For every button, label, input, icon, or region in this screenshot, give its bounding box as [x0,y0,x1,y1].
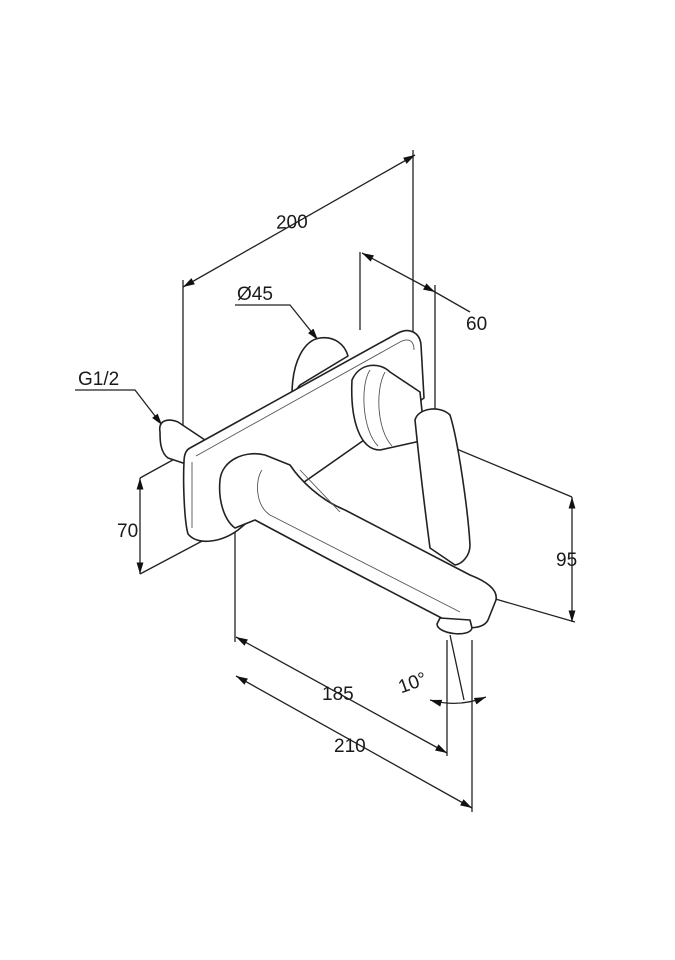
dim-label-70: 70 [117,521,138,542]
dim-label-185: 185 [322,684,354,705]
aerator [436,617,473,635]
handle-cylinder [350,364,426,451]
dim-label-g12: G1/2 [78,369,119,390]
dim-arc-10deg [429,696,487,707]
dim-line-60 [361,252,436,293]
leader-d45 [235,304,319,341]
dim-leader-60 [434,291,471,313]
dim-line-210 [235,675,473,809]
dim-label-200: 200 [276,212,308,234]
dim-label-95: 95 [556,550,577,571]
dim-label-60: 60 [466,314,487,335]
faucet [158,329,497,635]
dim-label-10deg: 10° [396,669,430,699]
dim-label-d45: Ø45 [237,284,273,305]
handle-lever [414,408,471,566]
leader-g12 [75,389,163,426]
rosette [291,336,349,396]
spout [218,453,497,629]
dim-label-210: 210 [334,736,366,757]
dim-line-200 [182,154,416,288]
